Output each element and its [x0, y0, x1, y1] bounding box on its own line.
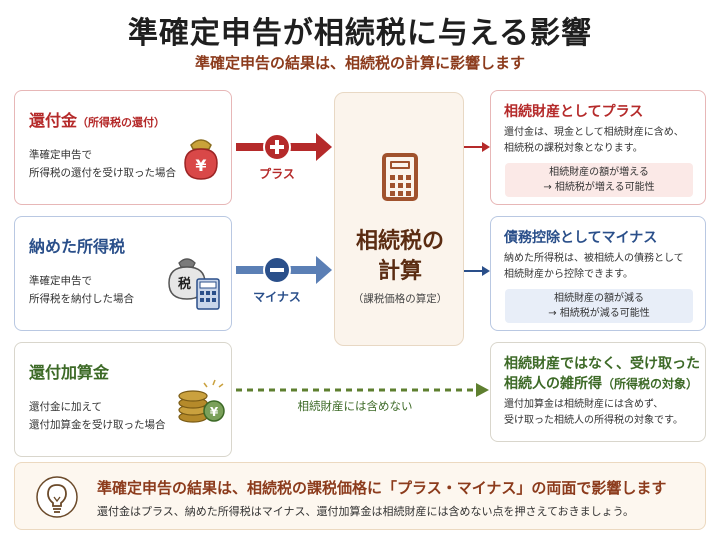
misc-income-card: 相続財産ではなく、受け取った 相続人の雑所得（所得税の対象） 還付加算金は相続財… — [490, 342, 706, 442]
tax-bag-label: 税 — [178, 277, 192, 292]
misc-income-desc: 還付加算金は相続財産には含めず、 受け取った相続人の所得税の対象です。 — [504, 399, 683, 426]
calculator-key — [406, 175, 411, 180]
calculator-key — [390, 183, 395, 188]
center-subtitle: （課税価格の算定） — [352, 293, 448, 305]
excluded-dashed-arrow — [236, 383, 489, 397]
calculator-screen — [390, 161, 410, 169]
center-title-line2: 計算 — [377, 259, 422, 284]
svg-text:¥: ¥ — [195, 156, 206, 175]
plus-arrow-label: プラス — [259, 167, 295, 181]
debt-deduction-card: 債務控除としてマイナス 納めた所得税は、被相続人の債務として 相続財産から控除で… — [490, 216, 706, 331]
connector-to-plus — [464, 142, 490, 152]
calculator-key — [390, 191, 395, 196]
minus-arrow-label: マイナス — [253, 290, 301, 304]
calculator-icon — [382, 153, 418, 201]
refund-interest-card-desc: 還付金に加えて 還付加算金を受け取った場合 — [29, 401, 166, 431]
calculator-key — [406, 191, 411, 196]
lightbulb-icon — [36, 476, 78, 518]
summary-desc: 還付金はプラス、納めた所得税はマイナス、還付加算金は相続財産には含めない点を押さ… — [97, 505, 635, 518]
refund-card: 還付金（所得税の還付） 準確定申告で 所得税の還付を受け取った場合 ¥ — [14, 90, 232, 205]
asset-plus-card: 相続財産としてプラス 還付金は、現金として相続財産に含め、 相続税の課税対象とな… — [490, 90, 706, 205]
center-title-line1: 相続税の — [355, 229, 444, 254]
calculator-key — [398, 175, 403, 180]
paid-tax-card-desc: 準確定申告で 所得税を納付した場合 — [29, 275, 134, 305]
money-bag-yen-icon: ¥ — [184, 139, 218, 180]
misc-income-title-line2: 相続人の雑所得（所得税の対象） — [504, 376, 699, 392]
summary-title: 準確定申告の結果は、相続税の課税価格に「プラス・マイナス」の両面で影響します — [97, 479, 667, 497]
refund-interest-card-title: 還付加算金 — [29, 363, 110, 382]
page-subtitle: 準確定申告の結果は、相続税の計算に影響します — [194, 54, 525, 72]
refund-card-desc: 準確定申告で 所得税の還付を受け取った場合 — [29, 149, 176, 179]
refund-card-title: 還付金（所得税の還付） — [29, 111, 166, 130]
asset-plus-note: 相続財産の額が増える → 相続税が増える可能性 — [505, 163, 693, 197]
plus-arrow — [236, 133, 332, 161]
calculator-key — [398, 191, 403, 196]
tax-bag-shape — [168, 258, 220, 310]
debt-deduction-desc: 納めた所得税は、被相続人の債務として 相続財産から控除できます。 — [504, 253, 684, 280]
refund-interest-card: 還付加算金 還付金に加えて 還付加算金を受け取った場合 ¥ — [14, 342, 232, 457]
calculator-key — [398, 183, 403, 188]
debt-deduction-title: 債務控除としてマイナス — [504, 230, 658, 246]
coin-stack-icon: ¥ — [178, 379, 225, 423]
summary-box: 準確定申告の結果は、相続税の課税価格に「プラス・マイナス」の両面で影響します 還… — [14, 462, 706, 530]
calculator-key — [390, 175, 395, 180]
paid-tax-card-title: 納めた所得税 — [29, 237, 126, 256]
page-title: 準確定申告が相続税に与える影響 — [127, 16, 593, 51]
svg-text:¥: ¥ — [210, 405, 219, 419]
debt-deduction-note: 相続財産の額が減る → 相続税が減る可能性 — [505, 289, 693, 323]
misc-income-title-line1: 相続財産ではなく、受け取った — [504, 356, 700, 372]
connector-to-minus — [464, 266, 490, 276]
minus-arrow — [236, 256, 332, 284]
excluded-arrow-label: 相続財産には含めない — [297, 399, 413, 413]
calculator-key — [406, 183, 411, 188]
tax-bag-calculator-icon: 税 — [165, 253, 231, 315]
paid-tax-card: 納めた所得税 準確定申告で 所得税を納付した場合 税 — [14, 216, 232, 331]
asset-plus-title: 相続財産としてプラス — [504, 104, 644, 120]
inheritance-tax-calculation-box: 相続税の 計算 （課税価格の算定） — [334, 92, 464, 346]
asset-plus-desc: 還付金は、現金として相続財産に含め、 相続税の課税対象となります。 — [504, 127, 684, 154]
